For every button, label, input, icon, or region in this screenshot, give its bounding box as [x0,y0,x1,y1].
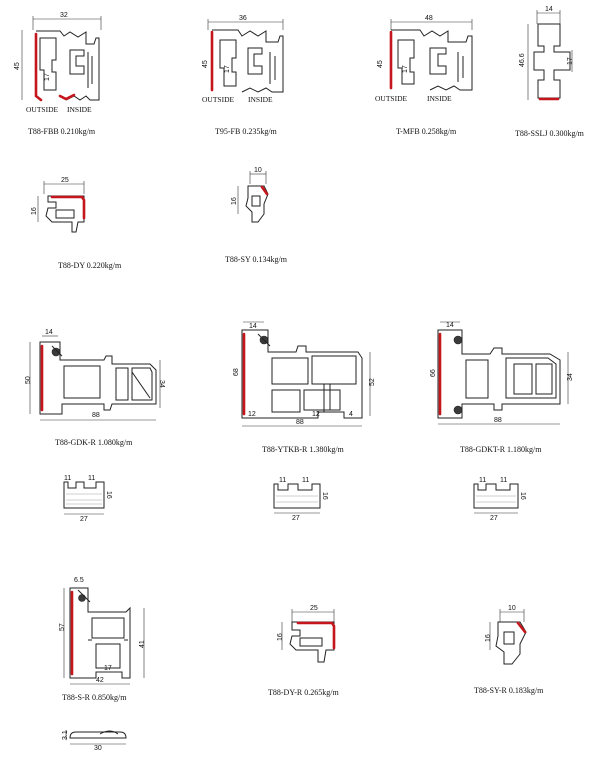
fb-width-label: 36 [239,15,247,22]
ins3-bottom-label: 27 [490,515,498,522]
profile-t88-fbb: 32 45 17 OUTSIDE INSIDE T88-FBB 0.210kg/… [14,12,102,136]
sr-top-label: 6.5 [74,577,84,584]
fb-inside-label: INSIDE [248,95,273,104]
syr-height-label: 16 [485,634,492,642]
profile-t88-dy: 25 16 T88-DY 0.220kg/m [31,177,122,270]
gdkt-right-label: 34 [567,373,574,381]
mfb-caption: T-MFB 0.258kg/m [396,127,457,136]
dy-width-label: 25 [61,177,69,184]
insert-profile-1: 11 11 16 27 [63,475,112,523]
ytkb-low2-label: 12 [312,411,320,418]
profile-t88-sy-r: 10 16 T88-SY-R 0.183kg/m [474,605,544,695]
gdk-bottom-label: 88 [92,412,100,419]
gdkt-caption: T88-GDKT-R 1.180kg/m [460,445,542,454]
ytkb-right-label: 52 [369,378,376,386]
ins3-top1-label: 11 [479,477,486,484]
sslj-height-label: 46.6 [519,53,526,67]
ytkb-top-label: 14 [249,323,257,330]
profile-t-mfb: 48 45 17 OUTSIDE INSIDE T-MFB 0.258kg/m [375,15,473,136]
fbb-outside-label: OUTSIDE [26,105,58,114]
sy-height-label: 16 [231,197,238,205]
fbb-inner-label: 17 [44,73,51,81]
fbb-caption: T88-FBB 0.210kg/m [28,127,96,136]
ins2-bottom-label: 27 [292,515,300,522]
sy-width-label: 10 [254,167,262,174]
ins1-top2-label: 11 [88,475,95,482]
gdk-caption: T88-GDK-R 1.080kg/m [55,438,133,447]
ytkb-low1-label: 12 [248,411,256,418]
ins1-side-label: 16 [105,491,112,499]
ins1-bottom-label: 27 [80,516,88,523]
fbb-inside-label: INSIDE [67,105,92,114]
profile-t88-dy-r: 25 16 T88-DY-R 0.265kg/m [268,605,339,697]
ins2-side-label: 16 [321,492,328,500]
insert-profile-3: 11 11 16 27 [473,477,526,522]
gdkt-top-label: 14 [446,322,454,329]
mfb-inner-label: 17 [402,65,409,73]
mfb-width-label: 48 [425,15,433,22]
gdkt-left-label: 66 [430,369,437,377]
sslj-inner-label: 17 [567,57,574,65]
sr-right-label: 41 [139,640,146,648]
ins3-top2-label: 11 [500,477,507,484]
dyr-caption: T88-DY-R 0.265kg/m [268,688,339,697]
profile-t88-ytkb-r: 14 68 52 88 12 12 4 T88-YTKB-R 1.380kg/m [233,321,376,454]
ins2-top1-label: 11 [279,477,286,484]
sr-left-label: 57 [59,623,66,631]
mfb-inside-label: INSIDE [427,94,452,103]
fb-outside-label: OUTSIDE [202,95,234,104]
insert-profile-2: 11 11 16 27 [273,477,328,522]
gdkt-bottom-label: 88 [494,417,502,424]
sr-caption: T88-S-R 0.850kg/m [62,693,127,702]
ytkb-bottom-label: 88 [296,419,304,426]
ins2-top2-label: 11 [302,477,309,484]
profile-t88-gdkt-r: 14 66 34 88 T88-GDKT-R 1.180kg/m [430,321,574,454]
ytkb-caption: T88-YTKB-R 1.380kg/m [262,445,345,454]
gdk-top-label: 14 [45,329,53,336]
gdk-right-label: 34 [158,380,165,388]
fb-inner-label: 17 [224,65,231,73]
profile-t88-s-r: 6.5 57 41 17 42 T88-S-R 0.850kg/m [59,577,146,702]
dyr-width-label: 25 [310,605,318,612]
sr-inner-label: 17 [104,665,112,672]
fb-height-label: 45 [202,60,209,68]
ytkb-low3-label: 4 [349,411,353,418]
mfb-outside-label: OUTSIDE [375,94,407,103]
ins3-side-label: 16 [519,492,526,500]
syr-width-label: 10 [508,605,516,612]
dy-caption: T88-DY 0.220kg/m [58,261,122,270]
ytkb-left-label: 68 [233,368,240,376]
profile-t95-fb: 36 45 17 OUTSIDE INSIDE T95-FB 0.235kg/m [202,15,284,136]
strip-profile: 3.1 30 [62,730,127,752]
fbb-width-label: 32 [60,12,68,19]
profile-t88-sslj: 14 46.6 17 T88-SSLJ 0.300kg/m [515,6,585,138]
dyr-height-label: 16 [277,633,284,641]
sslj-width-label: 14 [545,6,553,13]
sy-caption: T88-SY 0.134kg/m [225,255,288,264]
strip-width-label: 30 [94,745,102,752]
sr-bottom-label: 42 [96,677,104,684]
ins1-top1-label: 11 [64,475,71,482]
mfb-height-label: 45 [377,60,384,68]
profile-t88-gdk-r: 14 50 34 88 T88-GDK-R 1.080kg/m [25,329,165,447]
strip-height-label: 3.1 [62,730,69,740]
syr-caption: T88-SY-R 0.183kg/m [474,686,544,695]
sslj-caption: T88-SSLJ 0.300kg/m [515,129,585,138]
profile-t88-sy: 10 16 T88-SY 0.134kg/m [225,167,288,264]
fb-caption: T95-FB 0.235kg/m [215,127,278,136]
gdk-left-label: 50 [25,376,32,384]
dy-height-label: 16 [31,207,38,215]
fbb-height-label: 45 [14,62,21,70]
